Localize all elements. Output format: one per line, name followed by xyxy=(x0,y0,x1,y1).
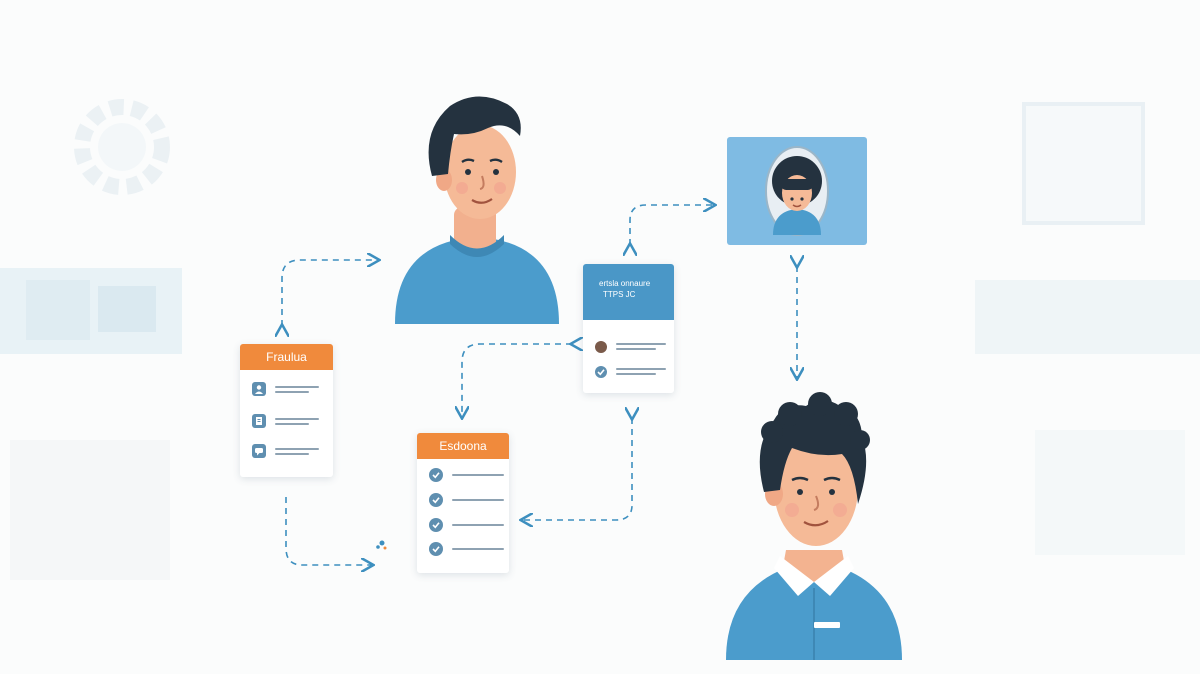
list-item xyxy=(429,468,504,482)
document-icon xyxy=(252,414,266,428)
card-title: ertsla onnaure xyxy=(599,279,651,288)
card-header: Esdoona xyxy=(417,433,509,459)
middle-checklist-card[interactable]: Esdoona xyxy=(417,433,509,573)
bottom-person-avatar xyxy=(726,392,902,660)
top-person-avatar xyxy=(395,96,559,324)
check-icon xyxy=(429,468,443,482)
card-subtitle: TTPS JC xyxy=(603,290,636,299)
background-shelf-left xyxy=(10,440,170,580)
list-item xyxy=(595,365,666,378)
check-icon xyxy=(429,518,443,532)
arrow-left-to-top-person xyxy=(282,260,378,326)
list-item xyxy=(595,340,666,353)
card-header: ertsla onnaure TTPS JC xyxy=(583,264,674,320)
arrow-back-to-middle xyxy=(522,418,632,520)
list-item xyxy=(252,444,319,458)
check-icon xyxy=(429,493,443,507)
card-title: Esdoona xyxy=(439,439,487,453)
check-icon xyxy=(595,365,607,378)
card-title: Fraulua xyxy=(266,350,307,364)
left-info-card[interactable]: Fraulua xyxy=(240,344,333,477)
chat-icon xyxy=(252,444,266,458)
background-gear-icon xyxy=(60,92,190,207)
background-box-right xyxy=(1035,430,1185,555)
arrow-left-card-down xyxy=(285,497,372,565)
person-icon xyxy=(252,382,266,396)
list-item xyxy=(429,518,504,532)
profile-card[interactable]: ertsla onnaure TTPS JC xyxy=(583,264,674,393)
list-item xyxy=(252,382,319,396)
arrow-profile-to-middle xyxy=(462,344,572,417)
background-panel-right xyxy=(975,280,1200,354)
arrow-profile-to-photo xyxy=(630,205,714,245)
background-frame-right xyxy=(1022,102,1145,225)
gear-icon xyxy=(595,340,607,353)
woman-portrait-icon xyxy=(765,146,829,236)
card-header: Fraulua xyxy=(240,344,333,370)
background-panel-left xyxy=(0,268,182,354)
check-icon xyxy=(429,542,443,556)
list-item xyxy=(252,414,319,428)
list-item xyxy=(429,542,504,556)
small-sparkle-icon xyxy=(376,540,387,550)
list-item xyxy=(429,493,504,507)
profile-photo-frame xyxy=(727,137,867,245)
